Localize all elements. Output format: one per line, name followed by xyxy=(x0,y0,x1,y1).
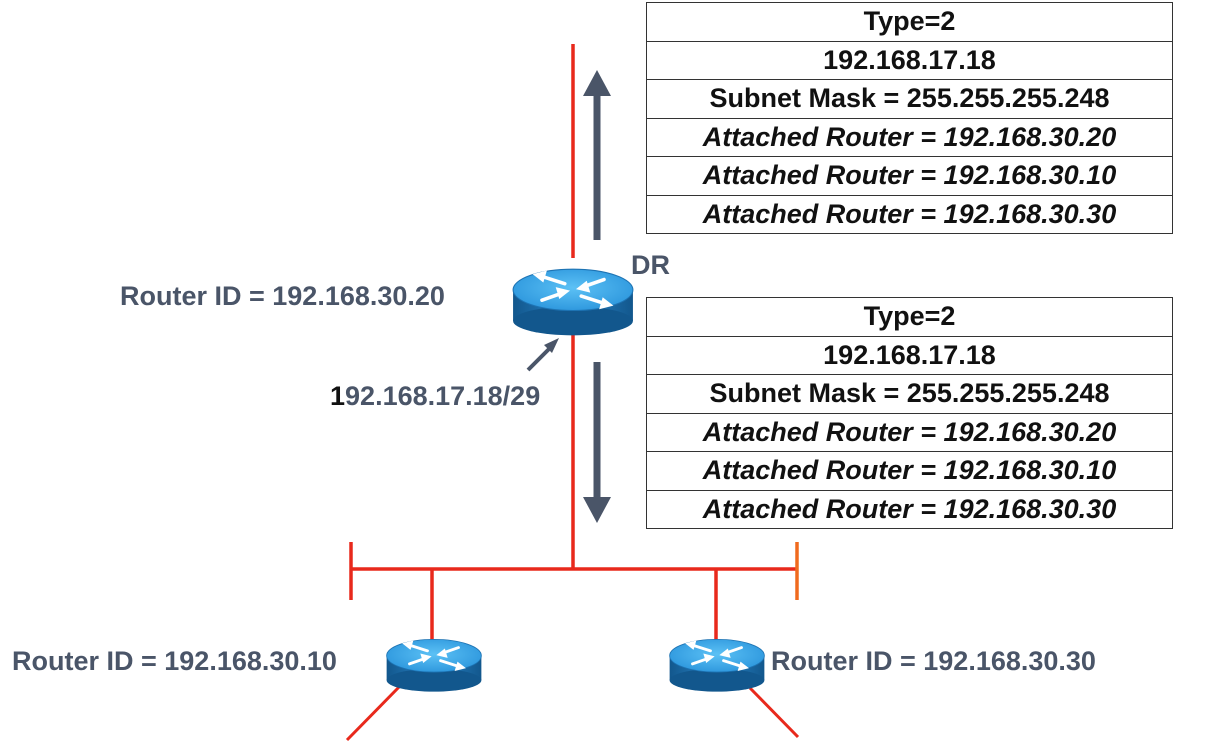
pointer-arrow-icon xyxy=(526,338,559,372)
lsa-link-state-id: 192.168.17.18 xyxy=(646,335,1173,375)
interface-ip-first-digit: 1 xyxy=(330,381,346,411)
lsa-type: Type=2 xyxy=(646,2,1173,42)
dr-router-icon xyxy=(511,267,635,337)
lsa-subnet-mask: Subnet Mask = 255.255.255.248 xyxy=(646,79,1173,119)
lsa-attached-router: Attached Router = 192.168.30.30 xyxy=(646,194,1173,234)
network-lsa-table-top: Type=2 192.168.17.18 Subnet Mask = 255.2… xyxy=(646,2,1173,234)
lsa-attached-router: Attached Router = 192.168.30.30 xyxy=(646,489,1173,529)
left-router-id-label: Router ID = 192.168.30.10 xyxy=(12,646,337,676)
lsa-attached-router: Attached Router = 192.168.30.10 xyxy=(646,156,1173,196)
network-lsa-table-bottom: Type=2 192.168.17.18 Subnet Mask = 255.2… xyxy=(646,297,1173,529)
lsa-subnet-mask: Subnet Mask = 255.255.255.248 xyxy=(646,374,1173,414)
up-arrow-icon xyxy=(583,70,611,240)
right-router-id-label: Router ID = 192.168.30.30 xyxy=(771,646,1096,676)
network-links xyxy=(345,44,800,742)
lsa-type: Type=2 xyxy=(646,297,1173,337)
dr-interface-ip-label: 192.168.17.18/29 xyxy=(330,381,540,412)
dr-label: DR xyxy=(631,250,670,280)
left-router-icon xyxy=(385,637,483,694)
interface-ip-remainder: 92.168.17.18/29 xyxy=(345,381,541,411)
lsa-attached-router: Attached Router = 192.168.30.20 xyxy=(646,412,1173,452)
left-router-tail xyxy=(345,684,402,742)
lsa-link-state-id: 192.168.17.18 xyxy=(646,40,1173,80)
down-arrow-icon xyxy=(583,362,611,523)
lsa-attached-router: Attached Router = 192.168.30.10 xyxy=(646,451,1173,491)
right-router-icon xyxy=(668,637,766,694)
lsa-attached-router: Attached Router = 192.168.30.20 xyxy=(646,117,1173,157)
right-router-tail xyxy=(748,686,800,739)
dr-router-id-label: Router ID = 192.168.30.20 xyxy=(120,281,445,311)
